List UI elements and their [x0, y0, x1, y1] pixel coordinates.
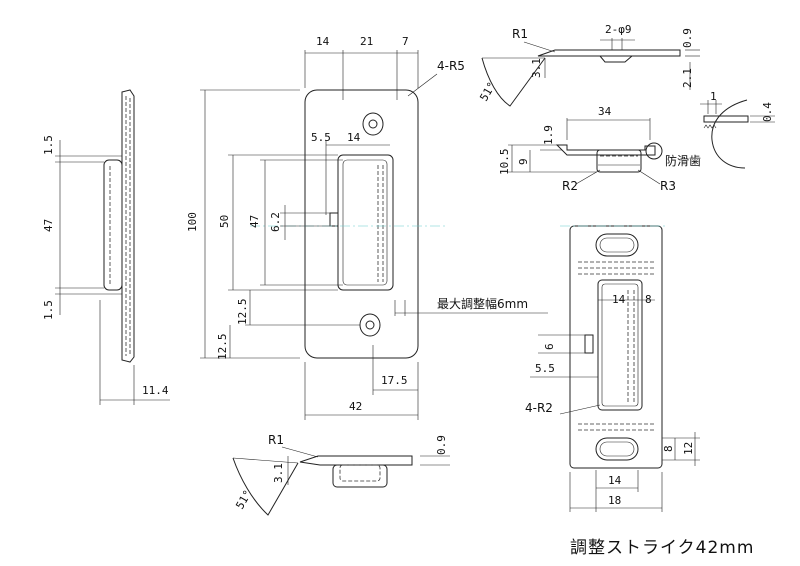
- plate-dim-14b: 14: [608, 474, 622, 487]
- front-adjust-note: 最大調整幅6mm: [437, 296, 528, 311]
- section-dim-105: 10.5: [498, 149, 511, 176]
- side-dim-thick: 11.4: [142, 384, 169, 397]
- plate-dim-18: 18: [608, 494, 621, 507]
- side-dim-mid: 47: [42, 219, 55, 232]
- plate-dim-6: 6: [543, 343, 556, 350]
- front-dim-w14: 14: [316, 35, 330, 48]
- front-dim-55: 5.5: [311, 131, 331, 144]
- front-dim-125b: 12.5: [216, 334, 229, 361]
- detail-dim-04: 0.4: [761, 102, 774, 122]
- plate-dim-8: 8: [645, 293, 652, 306]
- front-dim-100: 100: [186, 212, 199, 232]
- topright-holes: 2-φ9: [605, 23, 632, 36]
- section-r2: R2: [562, 179, 578, 193]
- section-dim-19: 1.9: [542, 125, 555, 145]
- topright-dim-09: 0.9: [681, 28, 694, 48]
- plate-dim-12: 12: [682, 442, 695, 455]
- bottom-dim-31: 3.1: [272, 463, 285, 483]
- front-dim-47: 47: [248, 215, 261, 228]
- plate-dim-55: 5.5: [535, 362, 555, 375]
- section-dim-34: 34: [598, 105, 612, 118]
- front-corner-label: 4-R5: [437, 59, 465, 73]
- top-right-view: R1 2-φ9 3.1 0.9 2.1 51°: [477, 23, 700, 107]
- drawing-title: 調整ストライク42mm: [570, 538, 754, 558]
- bottom-r1: R1: [268, 433, 284, 447]
- plate-r-label: 4-R2: [525, 401, 553, 415]
- topright-dim-21: 2.1: [681, 68, 694, 88]
- topright-r1: R1: [512, 27, 528, 41]
- front-dim-50: 50: [218, 215, 231, 228]
- topright-angle: 51°: [477, 80, 498, 104]
- section-r3: R3: [660, 179, 676, 193]
- bottom-view: R1 3.1 0.9 51°: [232, 433, 450, 516]
- front-dim-w21: 21: [360, 35, 373, 48]
- side-view: 1.5 47 1.5 11.4: [42, 89, 170, 405]
- side-dim-bot: 1.5: [42, 300, 55, 320]
- side-dim-top: 1.5: [42, 135, 55, 155]
- section-view: 34 1.9 10.5 9 R2 R3 防滑歯: [498, 105, 701, 193]
- front-dim-14b: 14: [347, 131, 361, 144]
- plate-dim-14: 14: [612, 293, 626, 306]
- bottom-angle: 51°: [233, 488, 254, 512]
- section-note: 防滑歯: [665, 153, 701, 168]
- detail-dim-1: 1: [710, 90, 717, 103]
- topright-dim-31: 3.1: [530, 58, 543, 78]
- front-dim-125a: 12.5: [236, 299, 249, 326]
- detail-view: 1 0.4: [700, 90, 775, 169]
- front-dim-62: 6.2: [269, 212, 282, 232]
- bottom-dim-09: 0.9: [435, 435, 448, 455]
- front-dim-42: 42: [349, 400, 362, 413]
- front-dim-w7: 7: [402, 35, 409, 48]
- plate-view: 14 8 6 5.5 4-R2 8 12 14 18: [525, 225, 700, 512]
- section-dim-9: 9: [517, 158, 530, 165]
- front-dim-175: 17.5: [381, 374, 408, 387]
- plate-dim-8b: 8: [662, 445, 675, 452]
- front-view: 14 21 7 4-R5 5.5 14 100 50 47 6.2 12.5 1…: [186, 35, 548, 420]
